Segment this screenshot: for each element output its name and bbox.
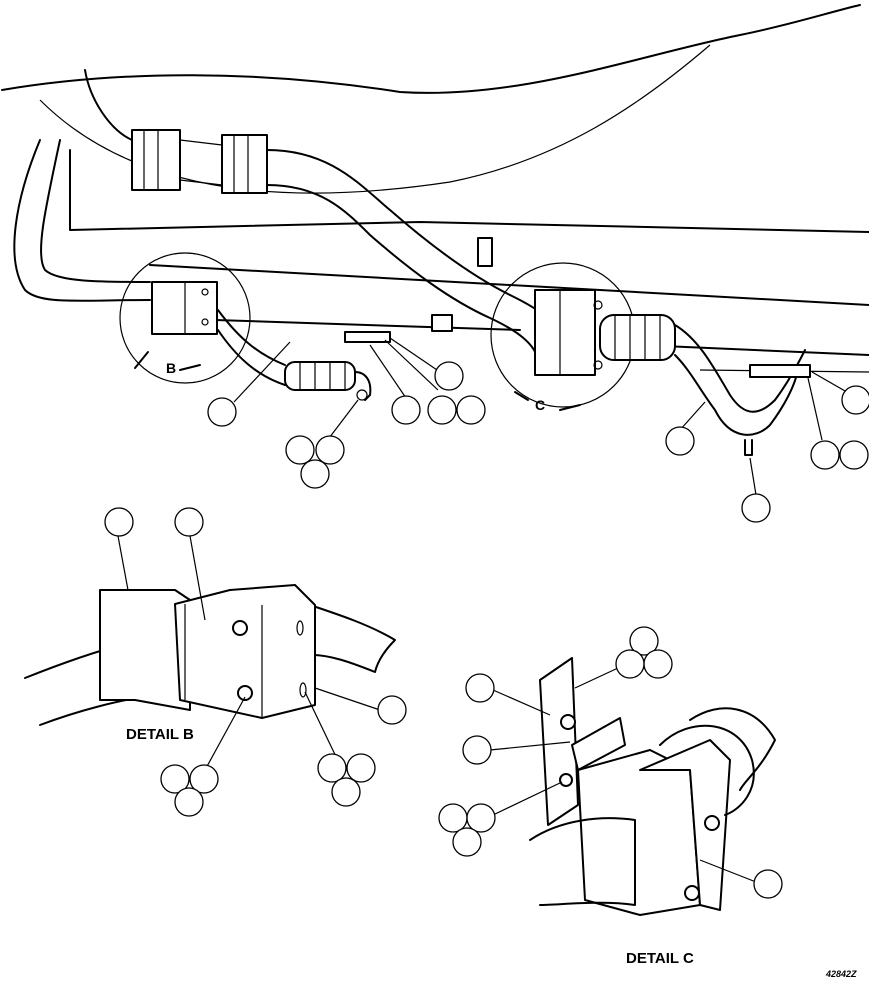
frame-rail-top	[69, 149, 869, 233]
elbow-b	[354, 371, 372, 401]
detail-b: DETAIL B	[24, 507, 407, 817]
frame-mount	[477, 237, 493, 267]
drain-fitting	[744, 439, 753, 456]
frame-rail-mid	[149, 264, 869, 306]
main-view: B C	[1, 4, 869, 456]
upper-clamp-couplings	[131, 129, 268, 194]
bracket-c-main	[534, 289, 596, 376]
detail-b-clamp	[174, 584, 316, 719]
view-label-c: C	[535, 397, 545, 413]
flex-bellows-b	[284, 361, 356, 391]
detail-c-bolt-upper	[560, 714, 576, 730]
exhaust-pipe-main	[266, 149, 566, 361]
exhaust-tube-left	[84, 69, 133, 141]
detail-c-bracket	[539, 657, 579, 826]
detail-b-pipe-right	[309, 604, 396, 673]
detail-c-collar	[639, 739, 731, 911]
arrow-c	[514, 391, 581, 411]
left-pipe	[13, 139, 151, 302]
hanger-tab	[431, 314, 453, 332]
detail-c-pipe-out	[689, 707, 776, 791]
detail-b-bolt-upper	[232, 620, 248, 636]
view-label-b: B	[166, 360, 176, 376]
detail-c-pipe-in	[529, 817, 636, 906]
hanger-bracket	[749, 364, 811, 378]
detail-c-bolt-side	[704, 815, 720, 831]
detail-c-bolt-bottom	[684, 885, 700, 901]
detail-c-bolt-lower	[559, 773, 573, 787]
detail-b-block	[99, 589, 191, 711]
flex-bellows-c	[599, 314, 676, 361]
tail-pipe	[674, 324, 806, 436]
detail-b-title: DETAIL B	[126, 726, 194, 743]
view-circle-b	[119, 252, 251, 384]
tank-outline	[1, 4, 861, 94]
detail-c-flange	[571, 717, 626, 771]
arrow-b	[134, 351, 201, 371]
detail-c-bellows	[659, 724, 755, 816]
mid-hanger	[344, 331, 391, 343]
flex-pipe-b	[217, 309, 286, 386]
detail-c: DETAIL C	[438, 626, 783, 967]
detail-c-block	[577, 749, 701, 916]
callout-circles-main	[207, 361, 869, 523]
detail-b-bolt-lower	[237, 685, 253, 701]
frame-rail-low	[214, 319, 869, 356]
detail-c-title: DETAIL C	[626, 950, 694, 967]
figure-code: 42842Z	[825, 969, 857, 979]
